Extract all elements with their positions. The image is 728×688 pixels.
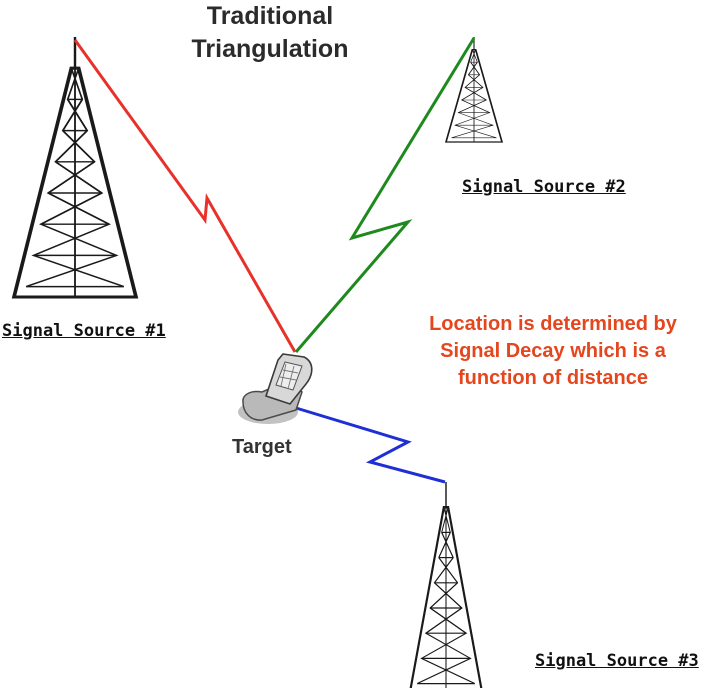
title-line: Triangulation bbox=[191, 35, 349, 63]
tower-icon bbox=[408, 480, 484, 688]
tower-icon bbox=[12, 35, 138, 299]
note-line: Location is determined by bbox=[429, 313, 677, 335]
tower-icon bbox=[445, 36, 503, 143]
explanation-note: Location is determined by Signal Decay w… bbox=[388, 311, 718, 392]
note-line: Signal Decay which is a bbox=[440, 340, 666, 362]
title-line: Traditional bbox=[206, 2, 334, 30]
target-label: Target bbox=[232, 436, 292, 458]
diagram-title: Traditional Triangulation bbox=[150, 0, 390, 66]
signal-line-1 bbox=[73, 39, 297, 353]
source-label-3: Signal Source #3 bbox=[535, 651, 699, 671]
signal-line-2 bbox=[294, 37, 476, 353]
note-line: function of distance bbox=[458, 367, 648, 389]
source-label-2: Signal Source #2 bbox=[462, 177, 626, 197]
signal-line-3 bbox=[295, 406, 446, 484]
source-label-1: Signal Source #1 bbox=[2, 321, 166, 341]
phone-icon bbox=[238, 353, 313, 424]
